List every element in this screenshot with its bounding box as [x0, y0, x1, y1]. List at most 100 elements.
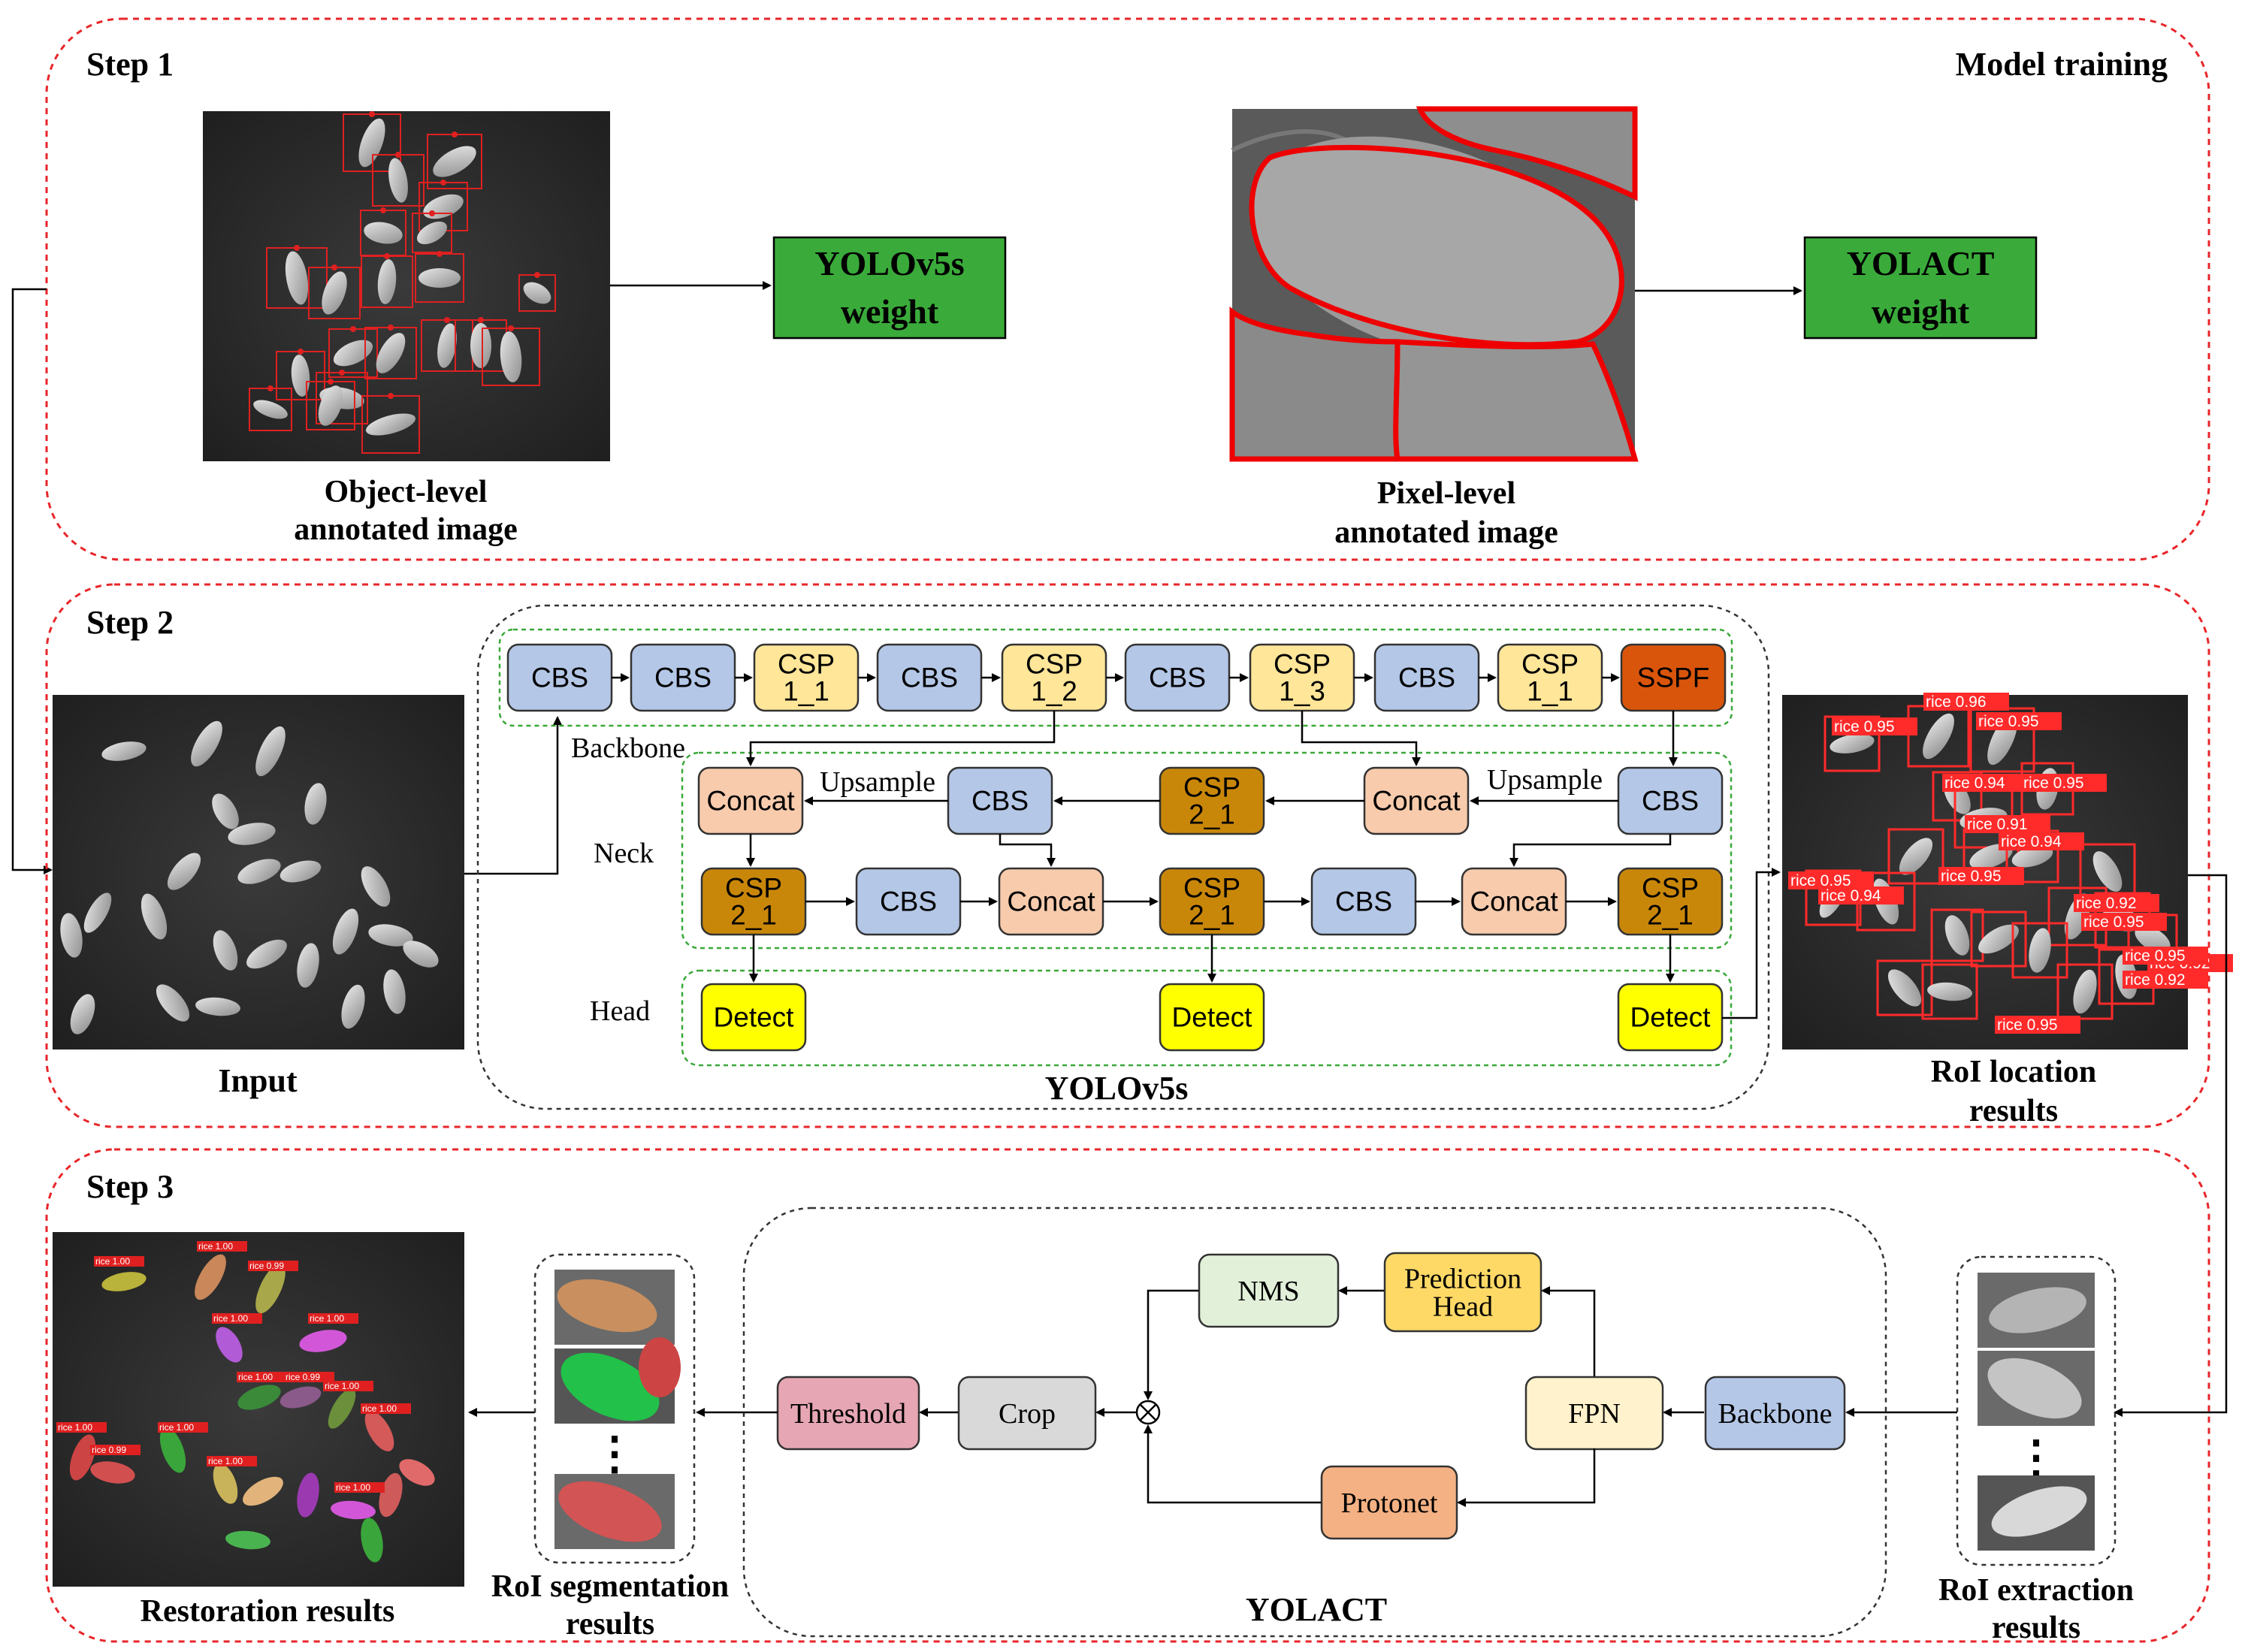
roi-grain-22 — [2135, 926, 2171, 953]
restoration-label-5: rice 1.00 — [308, 1313, 358, 1324]
object-bbox-point-19 — [267, 385, 273, 391]
svg-text:rice 0.95: rice 0.95 — [1997, 1016, 2058, 1034]
object-grain-3 — [433, 146, 476, 177]
svg-text:rice 0.95: rice 0.95 — [1790, 872, 1851, 889]
arrow-nms-to-mult — [1144, 1289, 1198, 1400]
neck-label: Neck — [594, 838, 654, 869]
backbone-block-2: CBS — [630, 643, 736, 712]
arrow-detect-to-roi — [1722, 868, 1781, 1019]
restoration-label-11: rice 1.00 — [56, 1422, 107, 1433]
svg-text:rice 0.91: rice 0.91 — [1967, 816, 2028, 833]
roi-grain-2 — [1923, 713, 1954, 760]
input-caption: Input — [218, 1062, 298, 1099]
head-region — [681, 969, 1733, 1067]
backbone-block-6-text: CBS — [1149, 663, 1206, 693]
object-bbox-point-17 — [508, 325, 514, 331]
restoration-label-1: rice 1.00 — [94, 1256, 144, 1267]
backbone-label: Backbone — [571, 732, 685, 764]
nms-block: NMS — [1198, 1253, 1340, 1328]
restored-grain-20 — [225, 1530, 270, 1550]
restoration-label-7: rice 0.99 — [284, 1372, 334, 1382]
restored-grain-12 — [90, 1461, 135, 1484]
object-bbox-point-3 — [452, 131, 458, 137]
yolov5s-arrows — [612, 673, 1678, 983]
restored-grain-6 — [237, 1385, 281, 1410]
roi-bbox-16 — [1970, 911, 2027, 968]
input-grain-3 — [255, 726, 286, 777]
neck-row1-block-4: Concat — [1363, 766, 1470, 835]
backbone-block-7-text: 1_3 — [1279, 676, 1325, 707]
restored-grain-2 — [195, 1254, 226, 1300]
roi-grain-17 — [2029, 928, 2051, 973]
restored-grain-17 — [379, 1472, 403, 1518]
object-grain-19 — [253, 400, 288, 419]
object-grain-6 — [417, 221, 447, 245]
roi-grain-19 — [1927, 982, 1972, 1001]
roi-label-7: rice 0.94 — [1999, 832, 2084, 850]
roi-label-12: rice 0.95 — [2081, 913, 2167, 931]
neck-row1-block-2: CBS — [947, 766, 1053, 835]
roi-label-3: rice 0.95 — [1976, 712, 2062, 730]
backbone-block-6: CBS — [1124, 643, 1231, 712]
backbone-block-10-text: SSPF — [1637, 663, 1710, 693]
roi-label-14: rice 0.95 — [2123, 947, 2208, 965]
svg-text:rice 0.99: rice 0.99 — [286, 1372, 320, 1382]
restored-grain-1 — [101, 1272, 147, 1291]
restored-grain-13 — [213, 1463, 238, 1504]
roi-seg-caption-2: results — [566, 1607, 654, 1641]
step1-label: Step 1 — [86, 46, 174, 83]
object-grain-9 — [377, 259, 397, 304]
arrow-cbs-to-concat2 — [1509, 834, 1672, 867]
object-bbox-point-11 — [534, 272, 540, 278]
yolact-weight-box — [1803, 236, 2038, 340]
object-grain-12 — [333, 340, 373, 367]
object-bbox-point-21 — [328, 379, 334, 385]
detect-block-2: Detect — [1159, 983, 1265, 1052]
roi-bbox-15 — [1930, 908, 1984, 962]
input-grain-2 — [191, 720, 222, 767]
input-image — [53, 695, 464, 1049]
input-grain-13 — [332, 908, 359, 955]
backbone-block-4-text: CBS — [901, 663, 958, 693]
input-grain-5 — [228, 823, 276, 845]
roi-grain-1 — [1830, 734, 1875, 754]
crop-block-text: Crop — [999, 1398, 1056, 1430]
restored-grain-9 — [159, 1427, 186, 1473]
restored-grain-4 — [216, 1327, 243, 1363]
step3-panel — [45, 1148, 2210, 1643]
roi-ext-ellipsis: ⋮ — [2014, 1433, 2059, 1482]
object-bbox-point-5 — [380, 207, 386, 213]
step2-panel — [45, 583, 2210, 1128]
arrow-fpn-to-predhead — [1541, 1286, 1596, 1376]
detect-block-1-text: Detect — [714, 1002, 795, 1033]
svg-text:rice 1.00: rice 1.00 — [325, 1381, 359, 1391]
svg-text:rice 1.00: rice 1.00 — [238, 1372, 273, 1382]
arrow-fpn-to-protonet — [1457, 1448, 1596, 1507]
roi-bbox-19 — [1921, 963, 1978, 1020]
pixel-level-image — [1229, 106, 1639, 462]
neck-row2-block-1-text: 2_1 — [730, 900, 777, 931]
neck-row1-block-3-text: CSP — [1183, 772, 1240, 802]
roi-segmentation-container — [533, 1253, 696, 1564]
object-grain-21 — [318, 385, 343, 426]
restoration-label-12: rice 0.99 — [90, 1445, 141, 1455]
restoration-label-13: rice 1.00 — [207, 1456, 257, 1466]
neck-row1-block-1-text: Concat — [706, 786, 795, 817]
object-bbox-point-16 — [478, 317, 484, 323]
roi-grain-15 — [1944, 915, 1970, 956]
neck-row2-block-7-text: CSP — [1642, 872, 1699, 903]
yolact-weight-line2: weight — [1872, 292, 1970, 331]
input-grain-6 — [304, 783, 327, 825]
roi-label-2: rice 0.96 — [1923, 693, 2009, 711]
roi-label-8: rice 0.95 — [1938, 867, 2024, 885]
svg-text:rice 0.95: rice 0.95 — [2083, 914, 2144, 931]
upsample-label-2: Upsample — [1487, 764, 1603, 796]
neck-row1-block-5: CBS — [1617, 766, 1724, 835]
svg-text:rice 0.92: rice 0.92 — [2076, 895, 2137, 912]
neck-row1-block-1: Concat — [697, 766, 804, 835]
backbone-block-5-text: CSP — [1026, 648, 1083, 679]
input-grain-12 — [361, 866, 391, 907]
object-caption-1: Object-level — [325, 475, 488, 509]
